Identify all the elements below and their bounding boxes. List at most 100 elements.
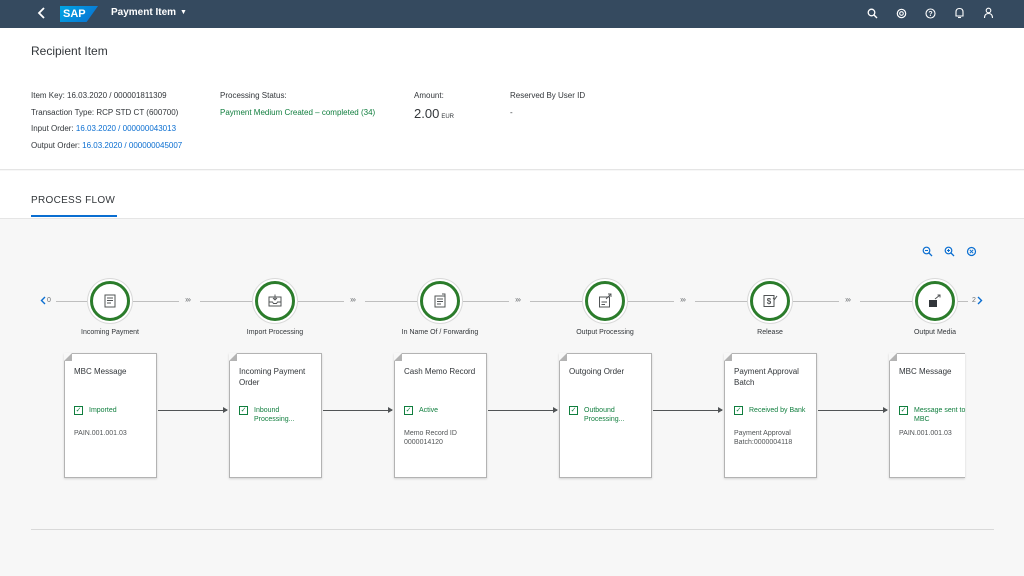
page-title: Recipient Item — [31, 44, 108, 58]
lane-label: Incoming Payment — [81, 329, 139, 336]
zoom-out-icon[interactable] — [921, 245, 933, 257]
item-key: Item Key: 16.03.2020 / 000001811309 — [31, 91, 167, 100]
lane-import-processing[interactable]: Import Processing — [215, 281, 335, 336]
node-mbc-message[interactable]: MBC Message ✓Imported PAIN.001.001.03 — [64, 353, 157, 478]
node-attribute: PAIN.001.001.03 — [74, 430, 127, 437]
lane-output-processing[interactable]: Output Processing — [545, 281, 665, 336]
processing-status-label: Processing Status: — [220, 91, 287, 100]
outgoing-document-icon — [585, 281, 625, 321]
back-icon[interactable] — [34, 6, 50, 22]
hidden-right-count: 2 — [972, 297, 976, 304]
shell-bar: SAP Payment Item ▼ ? — [0, 0, 1024, 28]
checkmark-icon: ✓ — [569, 406, 578, 415]
app-title-menu[interactable]: Payment Item ▼ — [111, 7, 187, 18]
copilot-icon[interactable] — [895, 6, 907, 20]
node-attribute: Payment Approval Batch:0000004118 — [734, 430, 793, 446]
lane-chevron-icon: ››› — [185, 295, 191, 304]
node-outgoing-order[interactable]: Outgoing Order ✓Outbound Processing... — [559, 353, 652, 478]
node-connector-arrow — [818, 407, 888, 413]
scroll-right-button[interactable]: 2 — [972, 296, 983, 305]
process-flow: 0 2 ››› ››› ››› ››› ››› Incoming Payment… — [0, 219, 1024, 576]
reserved-by: Reserved By User ID - — [510, 88, 585, 121]
lane-connector — [365, 301, 418, 302]
lane-connector — [695, 301, 748, 302]
lane-label: In Name Of / Forwarding — [401, 329, 479, 336]
node-payment-approval-batch[interactable]: Payment Approval Batch ✓Received by Bank… — [724, 353, 817, 478]
lane-connector — [530, 301, 583, 302]
reserved-value: - — [510, 107, 513, 117]
node-connector-arrow — [158, 407, 228, 413]
node-cash-memo-record[interactable]: Cash Memo Record ✓Active Memo Record ID … — [394, 353, 487, 478]
node-mbc-message-output[interactable]: MBC Message ✓Message sent to MBC PAIN.00… — [889, 353, 965, 478]
user-icon[interactable] — [982, 6, 994, 20]
chevron-down-icon: ▼ — [180, 9, 187, 16]
svg-text:?: ? — [928, 11, 932, 18]
lane-connector — [860, 301, 913, 302]
help-icon[interactable]: ? — [924, 6, 936, 20]
node-status: ✓Outbound Processing... — [569, 406, 625, 423]
lane-connector — [298, 301, 344, 302]
reset-zoom-icon[interactable] — [965, 245, 977, 257]
node-connector-arrow — [323, 407, 393, 413]
notifications-icon[interactable] — [953, 6, 965, 20]
node-status: ✓Active — [404, 406, 439, 415]
node-title: Payment Approval Batch — [734, 367, 799, 387]
inbox-icon — [255, 281, 295, 321]
transaction-type: Transaction Type: RCP STD CT (600700) — [31, 107, 179, 117]
checkmark-icon: ✓ — [239, 406, 248, 415]
lane-connector — [628, 301, 674, 302]
input-order: Input Order: 16.03.2020 / 000000043013 — [31, 124, 177, 133]
node-title: MBC Message — [899, 367, 952, 376]
sap-logo: SAP — [60, 6, 98, 22]
scroll-left-button[interactable]: 0 — [40, 296, 51, 305]
lane-label: Release — [757, 329, 783, 336]
node-status: ✓Inbound Processing... — [239, 406, 295, 423]
amount-value: 2.00 — [414, 105, 440, 121]
key-attributes: Item Key: 16.03.2020 / 000001811309 Tran… — [31, 88, 182, 154]
divider — [31, 529, 994, 530]
amount-label: Amount: — [414, 91, 444, 100]
node-status: ✓Imported — [74, 406, 117, 415]
lane-release[interactable]: $ Release — [710, 281, 830, 336]
object-header: Recipient Item Item Key: 16.03.2020 / 00… — [0, 28, 1024, 170]
lane-label: Output Processing — [576, 329, 634, 336]
node-status: ✓Received by Bank — [734, 406, 806, 415]
lane-chevron-icon: ››› — [845, 295, 851, 304]
processing-status: Processing Status: Payment Medium Create… — [220, 88, 375, 121]
app-title: Payment Item — [111, 7, 177, 18]
lane-incoming-payment[interactable]: Incoming Payment — [50, 281, 170, 336]
lane-chevron-icon: ››› — [350, 295, 356, 304]
node-incoming-payment-order[interactable]: Incoming Payment Order ✓Inbound Processi… — [229, 353, 322, 478]
node-status: ✓Message sent to MBC — [899, 406, 966, 423]
node-connector-arrow — [488, 407, 558, 413]
lane-connector — [133, 301, 179, 302]
svg-text:$: $ — [767, 297, 772, 306]
chevron-left-icon — [40, 296, 46, 305]
zoom-toolbar — [921, 245, 977, 257]
lane-chevron-icon: ››› — [680, 295, 686, 304]
lane-output-media[interactable]: Output Media — [875, 281, 995, 336]
tab-bar: PROCESS FLOW — [0, 171, 1024, 219]
lane-connector — [200, 301, 253, 302]
lane-in-name-of-forwarding[interactable]: In Name Of / Forwarding — [380, 281, 500, 336]
lane-connector — [463, 301, 509, 302]
amount-currency: EUR — [441, 113, 454, 120]
lane-connector — [958, 301, 968, 302]
zoom-in-icon[interactable] — [943, 245, 955, 257]
hidden-left-count: 0 — [47, 297, 51, 304]
search-icon[interactable] — [866, 6, 878, 20]
tab-process-flow[interactable]: PROCESS FLOW — [31, 195, 116, 206]
send-message-icon — [915, 281, 955, 321]
processing-status-value: Payment Medium Created – completed (34) — [220, 107, 376, 117]
node-title: MBC Message — [74, 367, 127, 376]
reserved-label: Reserved By User ID — [510, 91, 586, 100]
incoming-document-icon — [90, 281, 130, 321]
lane-label: Import Processing — [246, 329, 304, 336]
checkmark-icon: ✓ — [734, 406, 743, 415]
payment-approval-icon: $ — [750, 281, 790, 321]
checkmark-icon: ✓ — [899, 406, 908, 415]
output-order-link[interactable]: 16.03.2020 / 000000045007 — [82, 140, 183, 150]
input-order-link[interactable]: 16.03.2020 / 000000043013 — [75, 124, 177, 133]
